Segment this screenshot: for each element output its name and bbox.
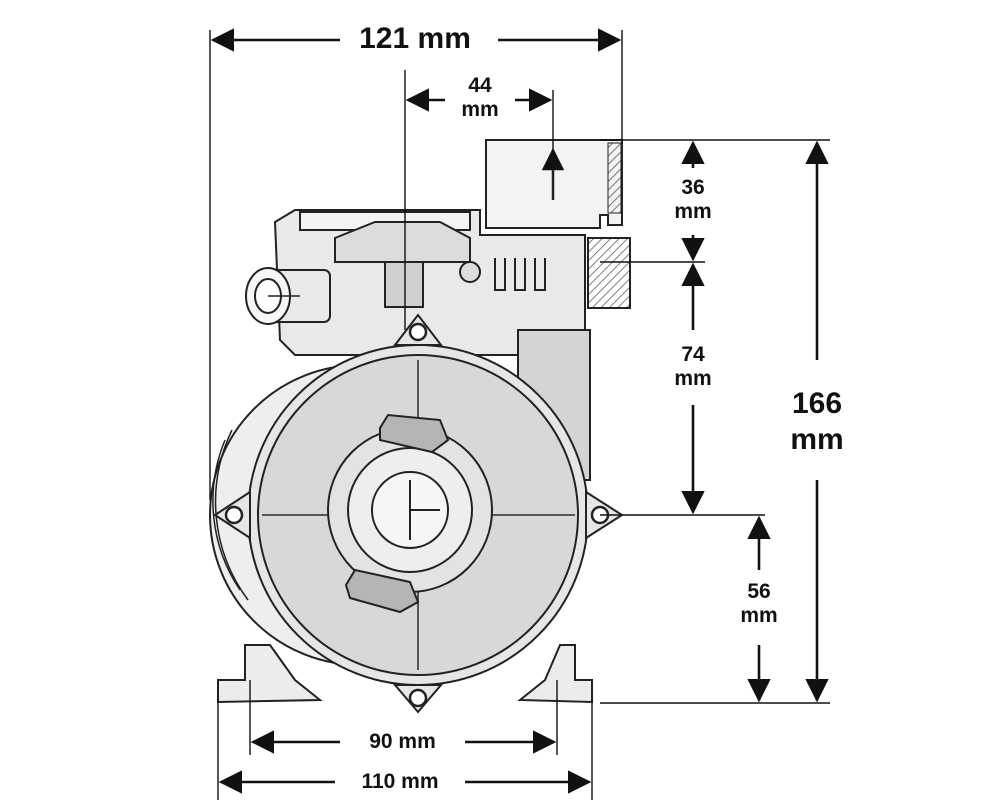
dim-56-unit: mm bbox=[740, 604, 778, 628]
dim-74-label: 74 mm bbox=[664, 343, 722, 392]
dim-166-value: 166 bbox=[791, 387, 843, 420]
pump-body bbox=[209, 139, 631, 714]
dim-110-label: 110 mm bbox=[340, 770, 460, 795]
outlet-thread-hatch bbox=[607, 142, 622, 214]
dim-166-unit: mm bbox=[790, 423, 844, 456]
dim-74-unit: mm bbox=[674, 367, 712, 391]
dim-44-value: 44 bbox=[468, 74, 492, 97]
base-foot-left bbox=[217, 644, 323, 704]
nut-hatch bbox=[587, 237, 631, 309]
dim-90-label: 90 mm bbox=[345, 730, 460, 755]
clamp-tab-bottom bbox=[344, 568, 420, 614]
dim-36-label: 36 mm bbox=[664, 176, 722, 225]
dimension-arrows bbox=[210, 28, 829, 794]
mounting-bolts bbox=[224, 322, 610, 708]
clamp-tab-top bbox=[379, 413, 450, 454]
dim-56-value: 56 bbox=[747, 580, 771, 603]
dim-44-label: 44 mm bbox=[452, 74, 508, 123]
dim-36-unit: mm bbox=[674, 200, 712, 224]
dim-36-value: 36 bbox=[681, 176, 705, 199]
dim-44-unit: mm bbox=[461, 98, 499, 122]
dim-74-value: 74 bbox=[681, 343, 705, 366]
impeller-top bbox=[334, 221, 471, 263]
internal-fins bbox=[494, 258, 546, 291]
dim-166-label: 166 mm bbox=[775, 386, 859, 458]
dimension-lines bbox=[209, 30, 830, 800]
dim-56-label: 56 mm bbox=[730, 580, 788, 629]
dim-121-label: 121 mm bbox=[345, 22, 485, 57]
base-foot-right bbox=[517, 644, 593, 704]
